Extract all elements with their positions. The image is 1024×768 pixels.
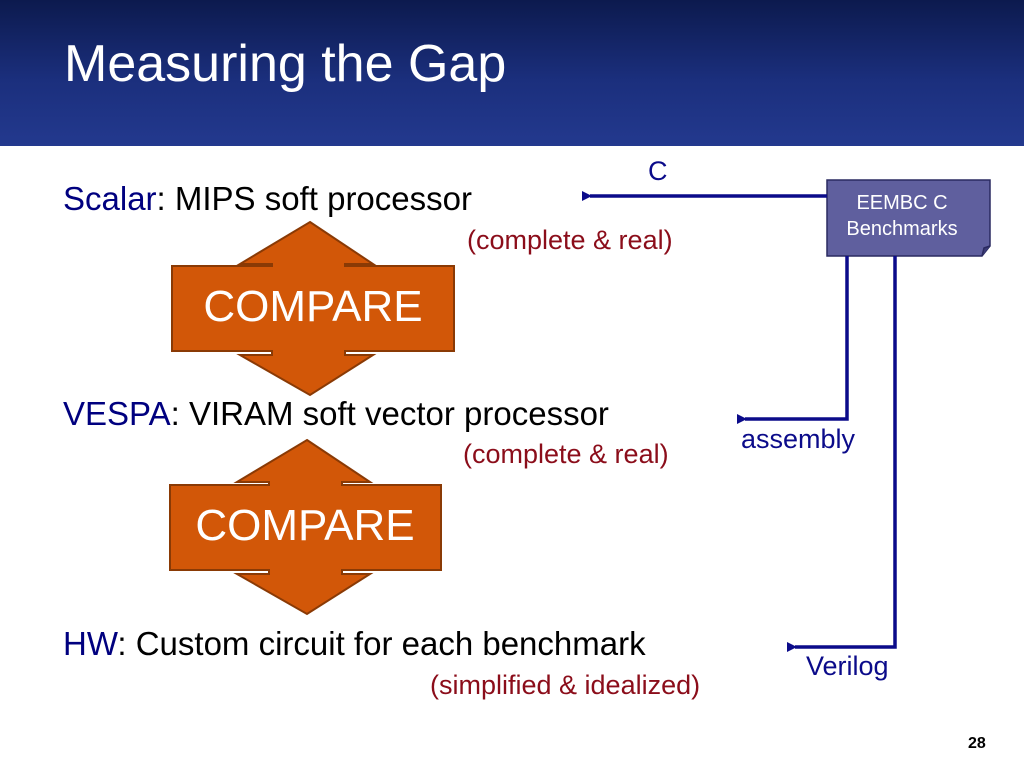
edge-verilog	[787, 256, 897, 652]
edge-label-assembly: assembly	[741, 424, 856, 454]
compare-label-1: COMPARE	[203, 282, 423, 331]
title-bar: Measuring the Gap	[0, 0, 1024, 146]
benchmark-source-label: EEMBC C Benchmarks	[827, 180, 977, 254]
processor-term: Scalar	[63, 180, 157, 217]
processor-scalar: Scalar: MIPS soft processor	[63, 180, 472, 218]
processor-note: (simplified & idealized)	[430, 670, 701, 700]
compare-arrow-1	[171, 220, 455, 397]
processor-hw: HW: Custom circuit for each benchmark	[63, 625, 646, 663]
compare-label-2: COMPARE	[195, 501, 415, 550]
slide-title: Measuring the Gap	[64, 35, 507, 93]
processor-term: HW	[63, 625, 118, 662]
processor-desc: : Custom circuit for each benchmark	[117, 625, 646, 662]
source-line-2: Benchmarks	[846, 218, 958, 240]
edge-label-c: C	[648, 156, 668, 186]
edge-label-verilog: Verilog	[806, 651, 889, 681]
edge-assembly	[737, 256, 849, 424]
processor-desc: : VIRAM soft vector processor	[170, 395, 609, 432]
processor-term: VESPA	[63, 395, 171, 432]
processor-note: (complete & real)	[463, 439, 669, 469]
source-line-1: EEMBC C	[856, 192, 948, 214]
processor-desc: : MIPS soft processor	[156, 180, 472, 217]
slide-number: 28	[968, 735, 986, 752]
folded-corner	[981, 245, 991, 257]
processor-vespa: VESPA: VIRAM soft vector processor	[63, 395, 609, 433]
compare-arrow-2	[169, 438, 442, 616]
processor-note: (complete & real)	[467, 225, 673, 255]
